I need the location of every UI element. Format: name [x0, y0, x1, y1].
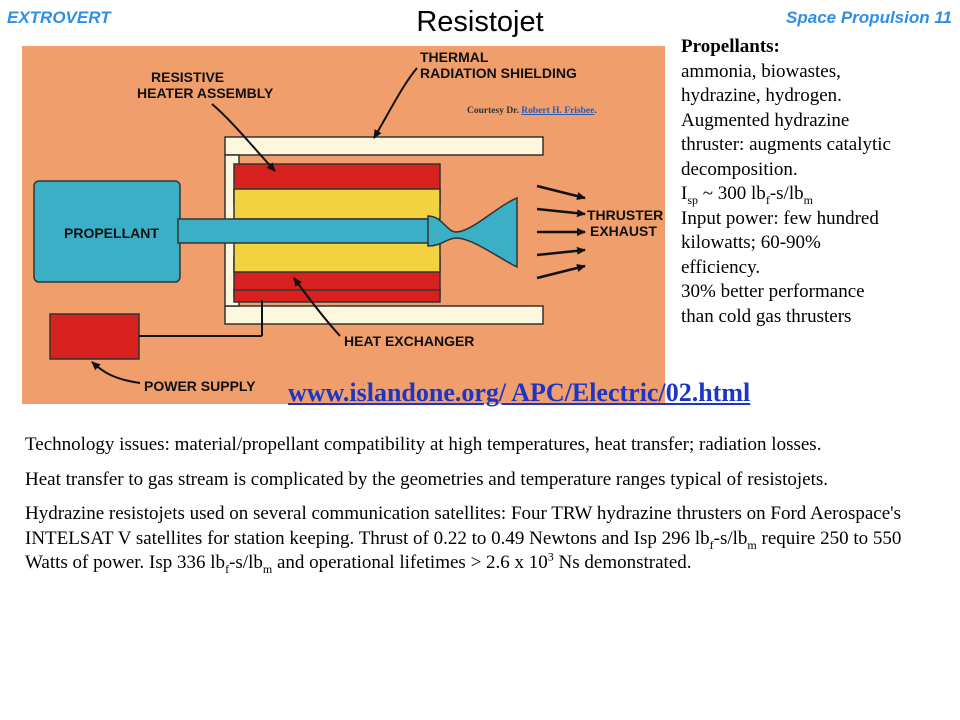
label-heat-exchanger: HEAT EXCHANGER — [344, 333, 474, 349]
isp-sub: sp — [687, 192, 698, 207]
shield-bottom-plate — [224, 305, 544, 325]
label-thermal-2: RADIATION SHIELDING — [420, 65, 577, 81]
isp-f: f — [765, 192, 770, 207]
isp-mid: ~ 300 lb — [698, 183, 766, 204]
label-resistive-2: HEATER ASSEMBLY — [137, 85, 274, 101]
propellants-line-9: efficiency. — [681, 256, 761, 278]
thermal-shield-leader — [373, 67, 418, 139]
propellants-heading: Propellants: — [681, 36, 780, 57]
exhaust-arrow-2 — [536, 207, 586, 218]
power-supply-leader — [91, 361, 141, 384]
paragraph-technology-issues: Technology issues: material/propellant c… — [25, 434, 822, 455]
image-credit: Courtesy Dr. Robert H. Frisbee. — [467, 106, 597, 116]
resistojet-diagram: RESISTIVE HEATER ASSEMBLY THERMAL RADIAT… — [22, 46, 665, 404]
propellants-line-3: Augmented hydrazine — [681, 109, 850, 131]
reference-link[interactable]: www.islandone.org/ APC/Electric/02.html — [288, 378, 751, 407]
isp-line: Isp ~ 300 lbf-s/lbm — [681, 182, 956, 207]
label-thruster-1: THRUSTER — [587, 207, 663, 223]
isp-m: m — [803, 192, 813, 207]
exhaust-arrow-1 — [536, 184, 586, 200]
credit-link[interactable]: Robert H. Frisbee — [521, 106, 595, 116]
p3-text-g: Ns demonstrated. — [553, 552, 692, 573]
p3-sub-f2: f — [225, 561, 230, 576]
p3-sub-m1: m — [747, 537, 757, 552]
propellants-line-4: thruster: augments catalytic — [681, 134, 891, 155]
power-supply-box — [49, 313, 140, 360]
paragraph-hydrazine: Hydrazine resistojets used on several co… — [25, 502, 930, 576]
label-power-supply: POWER SUPPLY — [144, 378, 256, 394]
resistive-heater-leader — [211, 103, 276, 172]
heater-inner-bottom — [233, 241, 441, 273]
propellants-line-10: 30% better performance — [681, 281, 865, 302]
label-thruster-2: EXHAUST — [590, 223, 657, 239]
p3-sub-m2: m — [262, 561, 273, 576]
p3-text-c: require 250 to 550 Watts of power. Isp 3… — [25, 527, 902, 574]
p3-text-b: -s/lb — [713, 527, 748, 549]
propellants-line-1: ammonia, biowastes, — [681, 60, 841, 82]
p3-sub-f1: f — [709, 537, 714, 552]
propellants-line-11: than cold gas thrusters — [681, 305, 852, 327]
propellants-line-7: Input power: few hundred — [681, 207, 879, 229]
p3-text-a: Hydrazine resistojets used on several co… — [25, 503, 901, 549]
heater-bottom-band — [233, 289, 441, 303]
propellants-line-8: kilowatts; 60-90% — [681, 232, 821, 253]
heat-exchanger-leader — [293, 277, 341, 337]
slide-title: Resistojet — [416, 6, 544, 38]
propellants-line-2: hydrazine, hydrogen. — [681, 85, 842, 106]
p3-text-d: -s/lb — [229, 552, 263, 573]
heater-inner-top — [233, 188, 441, 220]
credit-prefix: Courtesy Dr. — [467, 106, 519, 116]
propellant-line — [177, 218, 431, 244]
header-left-tag: EXTROVERT — [7, 8, 111, 27]
isp-unit: -s/lb — [769, 183, 804, 204]
p3-sup-3: 3 — [547, 549, 554, 564]
exhaust-arrow-4 — [536, 246, 586, 257]
header-right-tag: Space Propulsion 11 — [786, 8, 952, 27]
credit-suffix: . — [594, 106, 597, 116]
paragraph-heat-transfer: Heat transfer to gas stream is complicat… — [25, 468, 828, 490]
p3-text-e: and operational lifetimes > 2.6 x 10 — [272, 552, 548, 573]
isp-I: I — [681, 183, 688, 204]
nozzle — [427, 196, 518, 269]
label-resistive-1: RESISTIVE — [151, 69, 224, 85]
label-thermal-1: THERMAL — [420, 49, 489, 65]
label-propellant: PROPELLANT — [64, 225, 159, 241]
propellants-line-5: decomposition. — [681, 158, 798, 180]
exhaust-arrow-5 — [536, 264, 586, 280]
propellants-panel: Propellants: ammonia, biowastes, hydrazi… — [681, 35, 956, 329]
body-text: Technology issues: material/propellant c… — [25, 433, 930, 586]
shield-top-plate — [224, 136, 544, 156]
